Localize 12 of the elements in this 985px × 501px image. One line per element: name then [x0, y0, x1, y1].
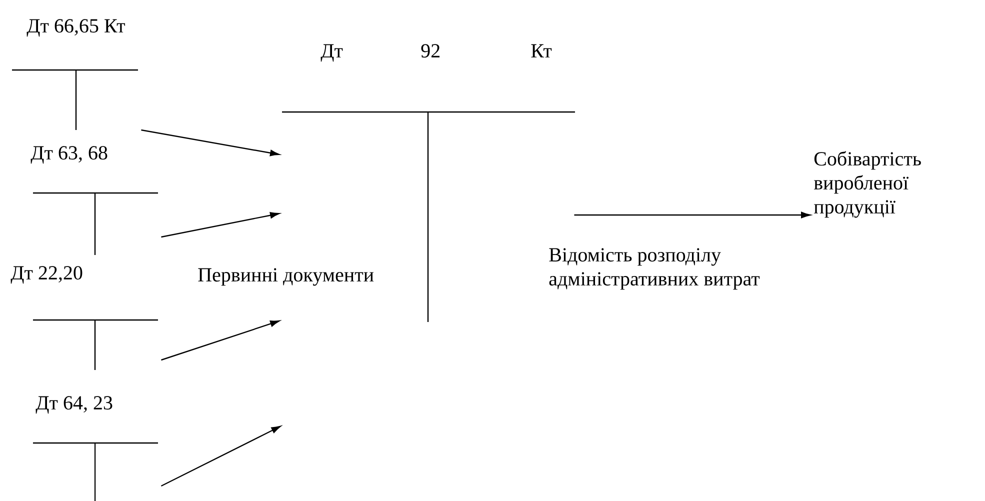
arrow [161, 320, 280, 361]
t-account: Дт 22,20 [10, 266, 158, 370]
arrow [161, 212, 280, 238]
result-text: Собівартість виробленої продукції [814, 151, 921, 218]
arrow [141, 129, 280, 156]
note-text: Первинні документи [198, 268, 374, 286]
t-account: Дт 64, 23 [33, 396, 158, 501]
arrow [574, 212, 810, 218]
note-text: Відомість розподілу адміністративних витрат [549, 248, 760, 290]
t-account: Дт 66,65 Кт [12, 19, 138, 130]
arrow [160, 426, 281, 487]
t-account: Дт 63, 68 [30, 146, 158, 255]
